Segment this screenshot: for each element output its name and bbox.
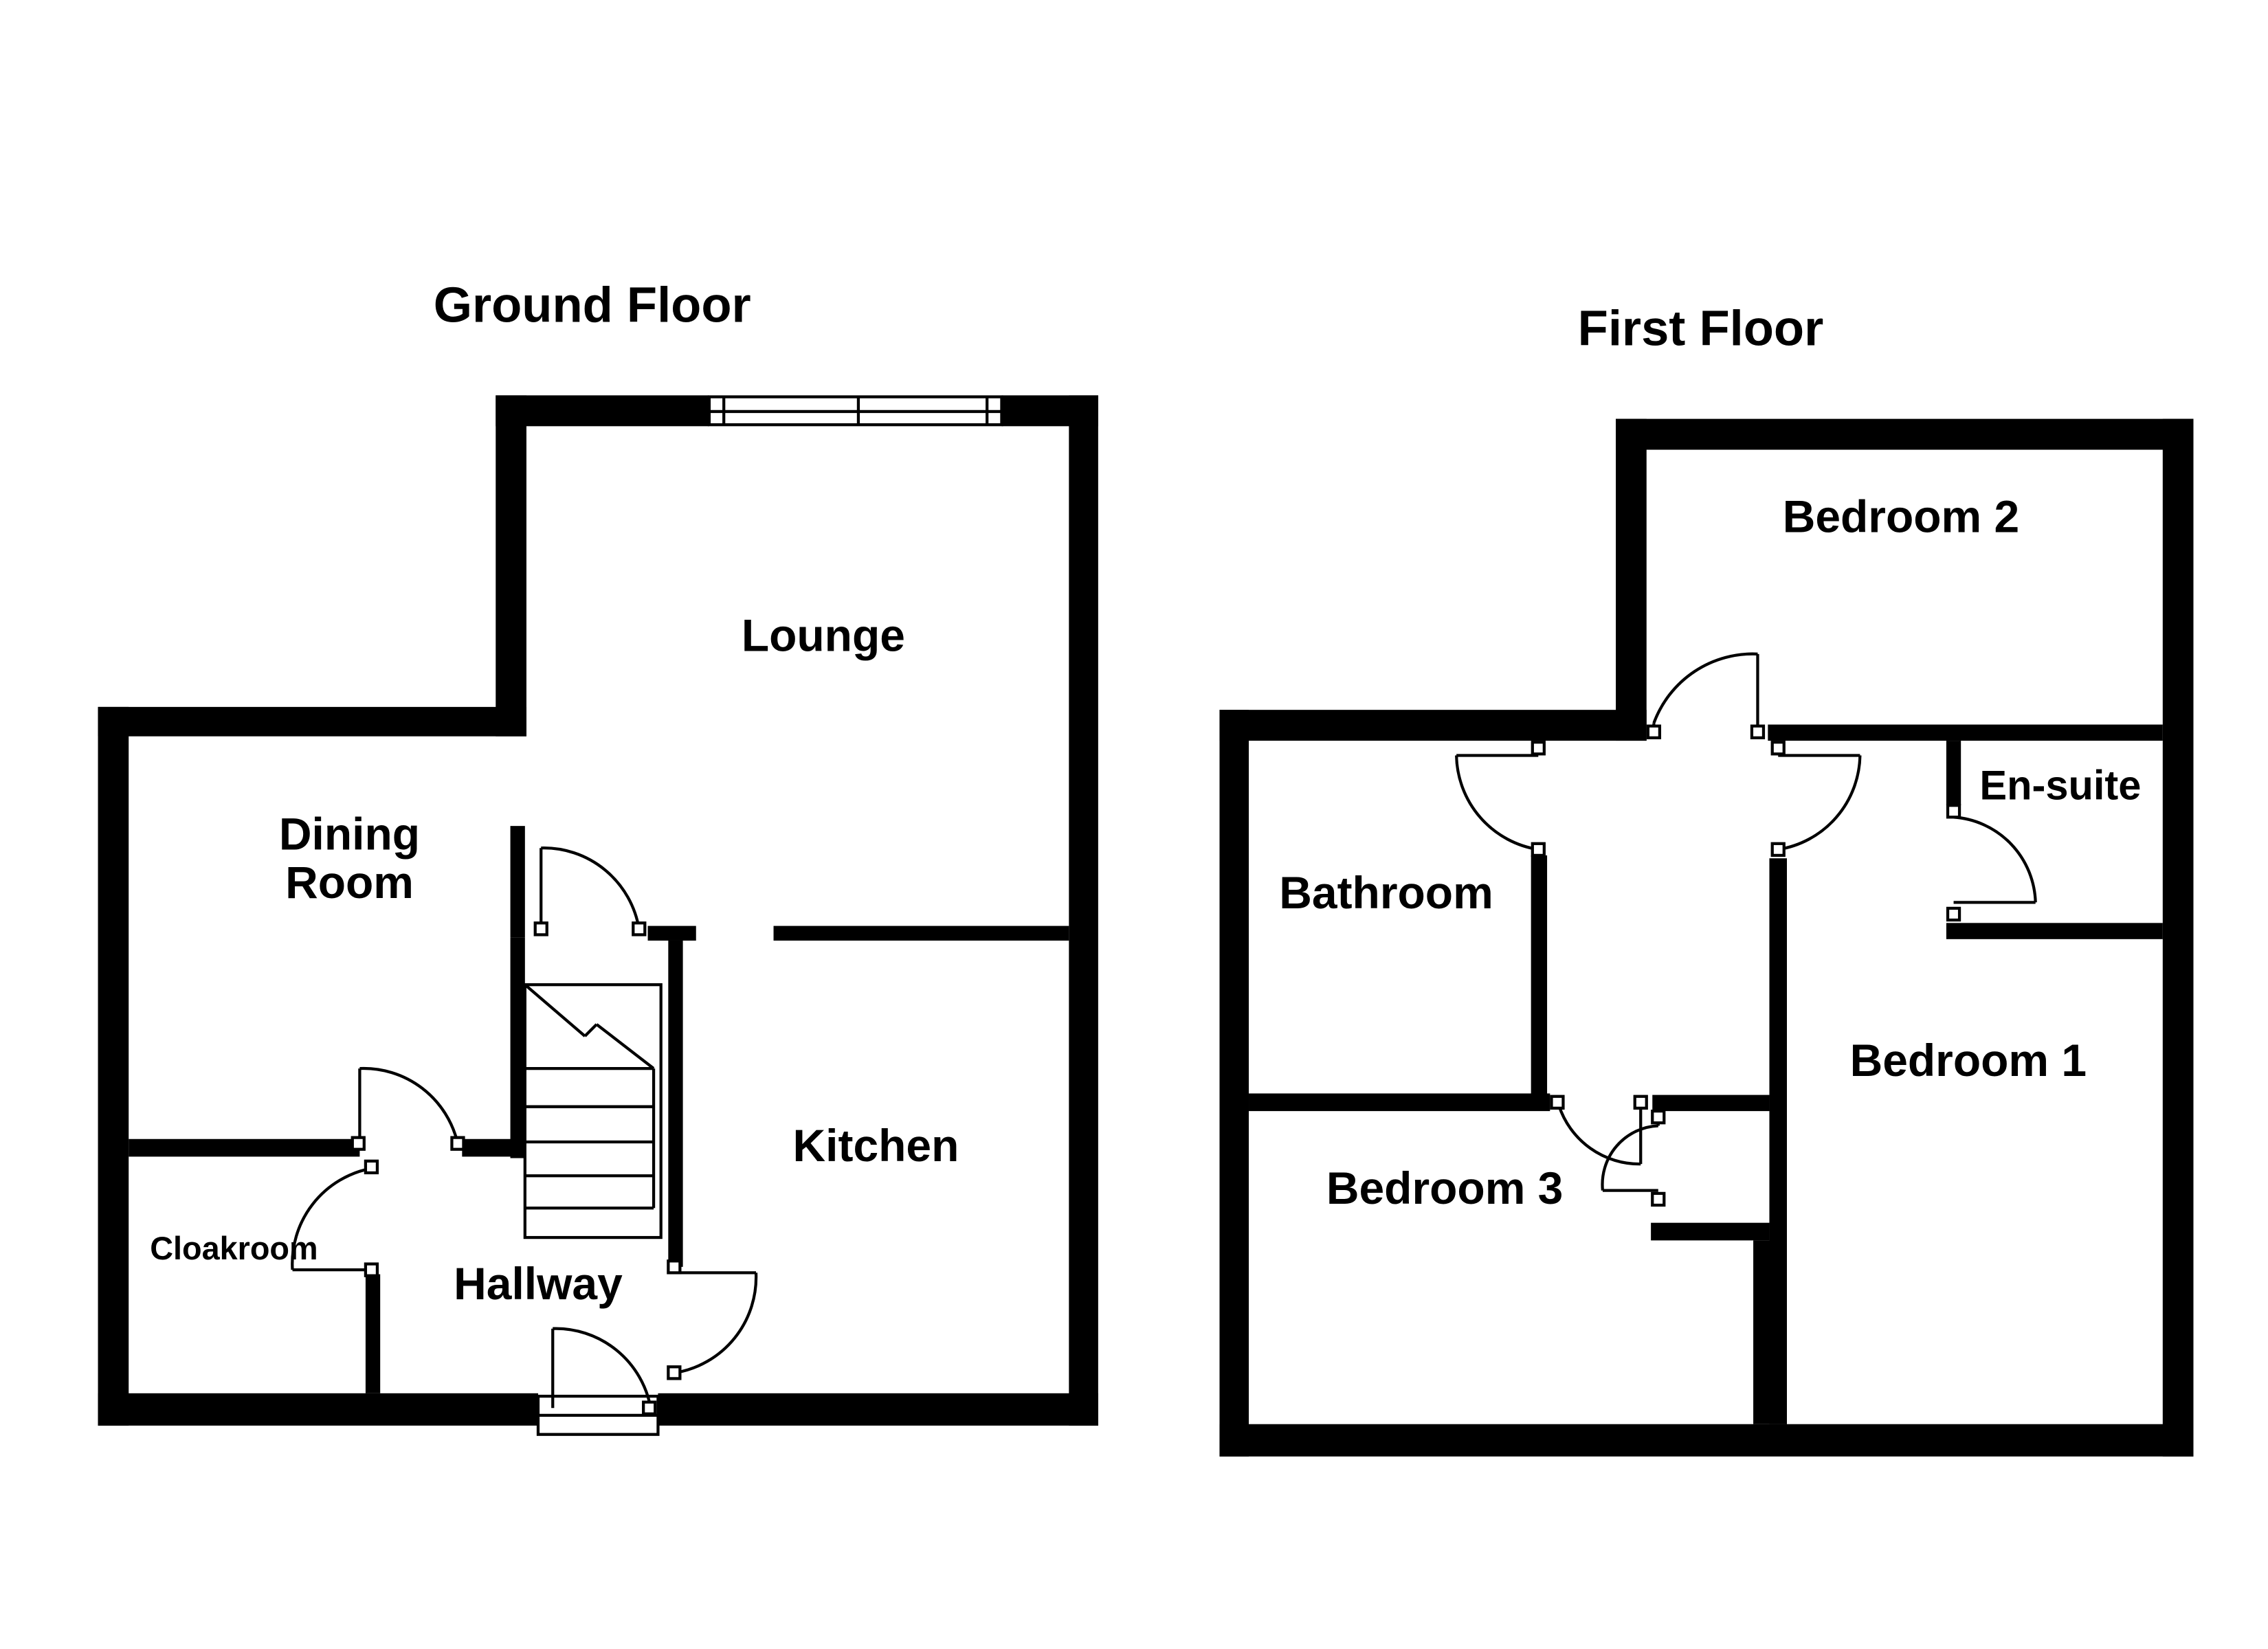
ground-dining-north-wall (98, 706, 526, 737)
hall-east-wall (668, 940, 683, 1267)
cupboard-door (1601, 1109, 1666, 1207)
bedroom2-south-wall (1768, 724, 2163, 741)
hallway-label: Hallway (454, 1259, 623, 1310)
bathroom-south-wall (1249, 1093, 1550, 1112)
bedroom1-door (1770, 741, 1862, 857)
first-mid-north-wall (1219, 710, 1647, 741)
hall-dining-door (351, 1066, 465, 1151)
ground-east-wall (1069, 395, 1098, 1426)
stair-west-wall-upper (510, 826, 525, 938)
dining-room-label-line2: Room (285, 857, 414, 908)
bedroom2-door (1646, 652, 1766, 739)
first-south-wall (1219, 1424, 2194, 1457)
cloakroom-door (291, 1159, 379, 1277)
first-west-wall (1219, 710, 1249, 1457)
cupboard-north-wall (1652, 1095, 1770, 1112)
ensuite-door (1946, 804, 2037, 922)
lounge-window (707, 395, 1003, 427)
lounge-label: Lounge (742, 610, 905, 661)
first-east-wall (2162, 418, 2194, 1457)
cloakroom-label: Cloakroom (150, 1231, 318, 1266)
ground-floor-plan: Ground Floor Lounge Dining Room Kitchen … (98, 277, 1098, 1436)
kitchen-door (667, 1259, 758, 1380)
kitchen-label: Kitchen (793, 1121, 959, 1171)
cloakroom-north-wall (129, 1138, 360, 1157)
cupboard-south-wall (1651, 1222, 1770, 1241)
first-floor-title: First Floor (1578, 301, 1824, 357)
ground-south-wall-left (98, 1393, 538, 1426)
ensuite-label: En-suite (1979, 762, 2141, 808)
bedroom3-label: Bedroom 3 (1326, 1163, 1563, 1214)
staircase (523, 983, 663, 1239)
ensuite-south-wall (1946, 923, 2163, 939)
ground-top-wall-left (496, 395, 709, 427)
ground-south-wall-right (658, 1393, 1098, 1426)
dining-hall-door (533, 846, 647, 936)
ground-west-wall (98, 706, 129, 1426)
dining-room-label-line1: Dining (279, 809, 420, 860)
kitchen-north-wall (773, 926, 1069, 941)
first-upper-west-wall (1616, 418, 1647, 741)
ensuite-west-wall (1946, 741, 1961, 806)
bedroom1-label: Bedroom 1 (1850, 1035, 2087, 1086)
first-floor-plan: First Floor Bedroom 2 En-suite Bathroom … (1219, 301, 2194, 1457)
ground-floor-title: Ground Floor (434, 277, 751, 333)
stair-west-wall-lower (510, 937, 525, 1158)
bathroom-door (1455, 741, 1546, 857)
bedroom2-label: Bedroom 2 (1783, 491, 2019, 542)
ground-lounge-west-wall (496, 395, 526, 737)
hall-east-wall-stub (647, 926, 696, 941)
cloakroom-east-wall (365, 1274, 381, 1393)
cloakroom-north-wall-right (462, 1138, 525, 1157)
bedroom3-door (1550, 1095, 1648, 1166)
bedroom3-east-wall (1753, 1240, 1787, 1424)
bathroom-label: Bathroom (1279, 868, 1493, 919)
landing-west-wall (1531, 855, 1548, 1097)
front-door (536, 1327, 660, 1436)
first-top-wall (1616, 418, 2194, 450)
